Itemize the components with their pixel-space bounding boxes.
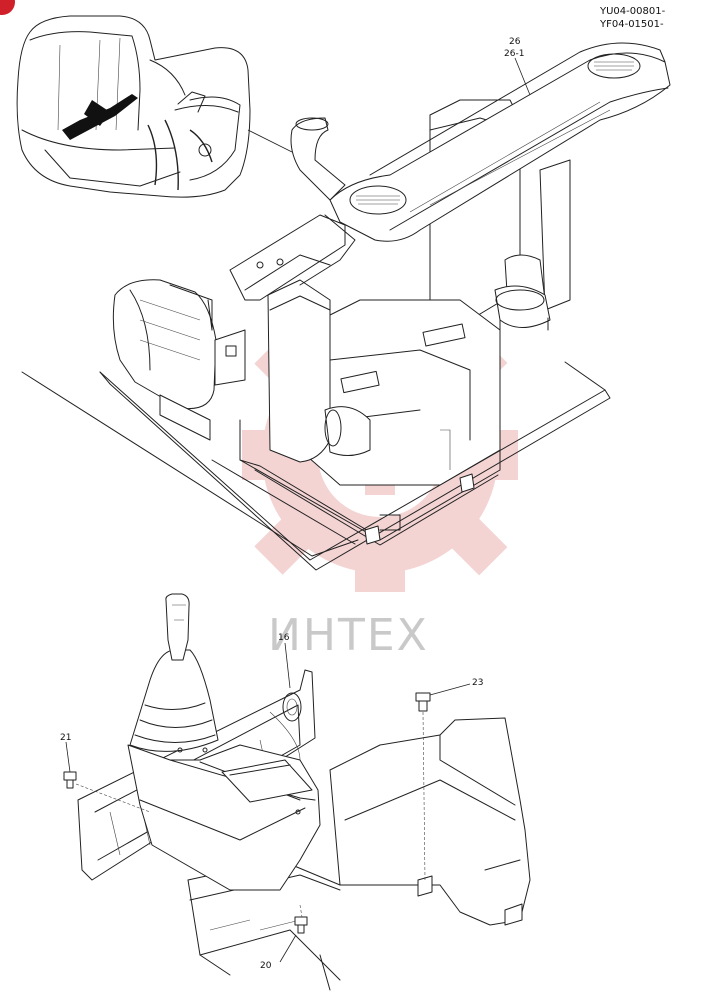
watermark-text: ИНТЕХ bbox=[268, 610, 429, 661]
corner-marker-icon bbox=[0, 0, 15, 15]
lower-assembly-console bbox=[63, 593, 531, 991]
callout-20: 20 bbox=[260, 961, 272, 971]
bolt-20-icon bbox=[294, 916, 308, 934]
callout-21: 21 bbox=[60, 733, 71, 743]
upper-assembly-duct-frame bbox=[21, 42, 671, 571]
inset-machine-overview bbox=[16, 15, 293, 198]
callout-16: 16 bbox=[278, 633, 290, 643]
serial-range-1: YU04-00801- bbox=[599, 6, 666, 17]
callout-26-1: 26-1 bbox=[504, 49, 524, 59]
bolt-21-icon bbox=[63, 771, 77, 789]
bolt-23-icon bbox=[415, 692, 431, 712]
callout-23: 23 bbox=[472, 678, 483, 688]
serial-range-2: YF04-01501- bbox=[599, 19, 664, 30]
callout-26: 26 bbox=[509, 37, 521, 47]
